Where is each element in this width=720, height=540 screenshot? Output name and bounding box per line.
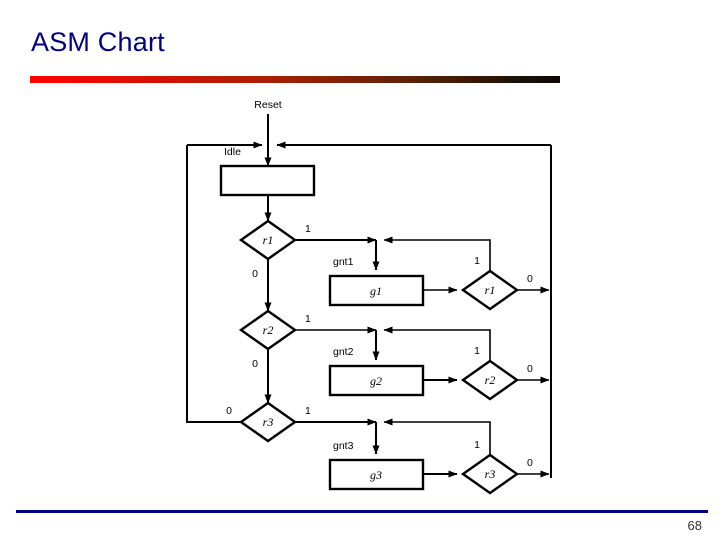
edge-label-r2-first-true: 1: [305, 313, 311, 325]
decision-label-r1-second: r1: [485, 283, 496, 297]
footer-divider-rule: [16, 510, 708, 513]
state-label-idle: Idle: [224, 146, 241, 158]
edge-label-r3-second-true: 1: [474, 439, 480, 451]
decision-diamond-r2-second: [460, 359, 520, 401]
state-output-g3: g3: [370, 468, 382, 482]
edge-label-r3-first-false: 0: [226, 405, 232, 417]
reset-entry-label: Reset: [254, 99, 282, 111]
decision-label-r3-first: r3: [263, 415, 274, 429]
edge-label-r3-second-false: 0: [527, 457, 533, 469]
title-divider-rule: [30, 76, 560, 83]
asm-chart-diagram: Reset Idle r1 1 0 gnt1 g1 r1 1 0: [186, 99, 552, 495]
state-box-gnt1: [328, 274, 425, 307]
edge-label-r2-second-true: 1: [474, 345, 480, 357]
decision-label-r2-first: r2: [263, 323, 274, 337]
state-box-idle: [219, 164, 316, 197]
edge-label-r1-first-true: 1: [305, 223, 311, 235]
decision-diamond-r1-second: [460, 269, 520, 311]
edge-label-r3-first-true: 1: [305, 405, 311, 417]
edge-r2-second-true-loop: [383, 326, 491, 361]
page-number: 68: [687, 518, 702, 533]
decision-label-r2-second: r2: [485, 373, 496, 387]
edge-label-r2-second-false: 0: [527, 363, 533, 375]
decision-label-r1-first: r1: [263, 233, 274, 247]
edge-r1-second-true-loop: [383, 236, 491, 271]
edge-r3-second-true-loop: [383, 418, 491, 455]
state-label-gnt1: gnt1: [333, 256, 354, 268]
decision-diamond-r3-second: [460, 453, 520, 495]
state-label-gnt2: gnt2: [333, 346, 354, 358]
state-label-gnt3: gnt3: [333, 440, 354, 452]
decision-label-r3-second: r3: [485, 467, 496, 481]
edge-label-r1-second-false: 0: [527, 273, 533, 285]
edge-label-r1-second-true: 1: [474, 255, 480, 267]
edge-left-return-rail: [186, 145, 241, 423]
edge-label-r1-first-false: 0: [252, 268, 258, 280]
state-box-gnt3: [328, 458, 425, 491]
decision-diamond-r3-first: [238, 401, 298, 443]
state-output-g1: g1: [370, 284, 382, 298]
page-title: ASM Chart: [31, 27, 165, 57]
state-output-g2: g2: [370, 374, 382, 388]
state-box-gnt2: [328, 364, 425, 397]
edge-label-r2-first-false: 0: [252, 358, 258, 370]
